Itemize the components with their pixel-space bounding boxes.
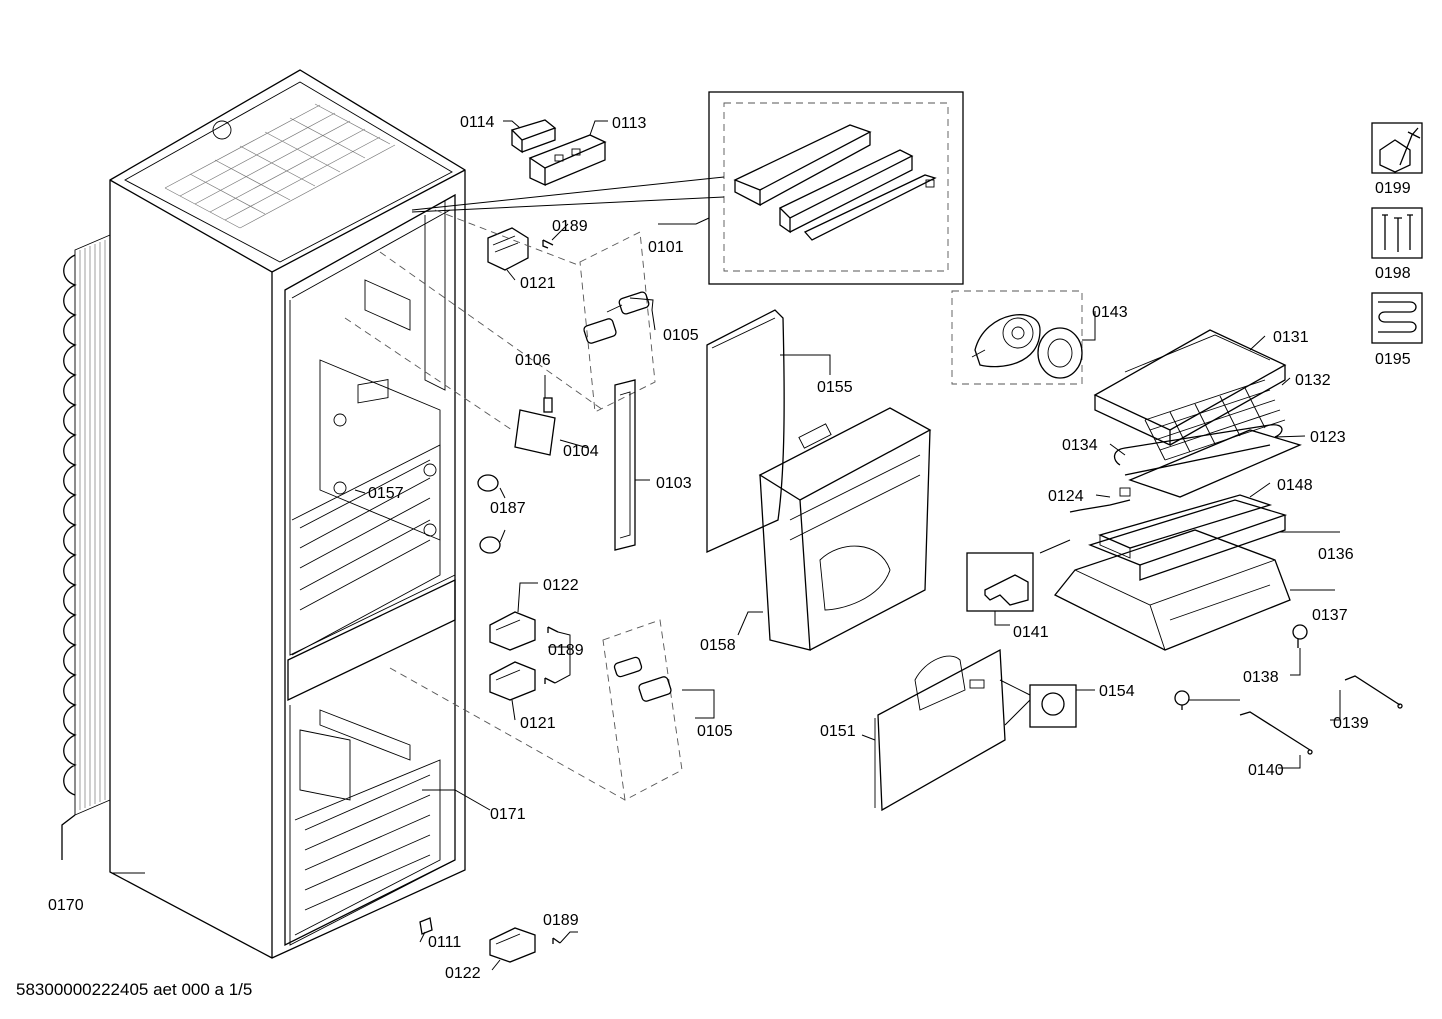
document-footer-code: 58300000222405 aet 000 a 1/5: [16, 980, 253, 999]
part-0134: [1113, 424, 1283, 476]
part-0101-group: [411, 91, 964, 285]
label-0195: 0195: [1375, 351, 1411, 368]
condenser-coil: [61, 234, 111, 860]
label-0189-b: 0189: [548, 642, 584, 659]
part-0106: [543, 397, 553, 413]
part-0132: [1144, 379, 1286, 461]
label-0137: 0137: [1312, 607, 1348, 624]
part-0138: [1174, 624, 1308, 710]
part-0158: [758, 407, 932, 651]
label-0106: 0106: [515, 352, 551, 369]
label-0187: 0187: [490, 500, 526, 517]
cabinet-body: [109, 69, 466, 959]
part-0122-latch-b: [489, 927, 536, 963]
label-0121-a: 0121: [520, 275, 556, 292]
part-0123: [1128, 429, 1302, 498]
label-0143: 0143: [1092, 304, 1128, 321]
part-0111: [419, 917, 433, 935]
part-0139: [1344, 675, 1403, 709]
label-0111: 0111: [428, 934, 461, 951]
part-0103: [614, 379, 636, 551]
part-0189-screw-a: [542, 239, 554, 249]
label-0113: 0113: [612, 115, 647, 132]
label-0151: 0151: [820, 723, 856, 740]
screws-icon: [1371, 207, 1423, 259]
label-0132: 0132: [1295, 372, 1331, 389]
part-0124: [1069, 487, 1131, 513]
part-0105-group-b: [602, 619, 683, 801]
part-0143: [951, 290, 1083, 385]
part-0140: [1239, 711, 1313, 755]
part-0189-screw-b: [544, 626, 559, 684]
label-0123: 0123: [1310, 429, 1346, 446]
part-0121-latch-a: [487, 227, 529, 271]
label-0121-b: 0121: [520, 715, 556, 732]
part-labels: 0114 0113 0189 0121 0101 0105 0106 0104 …: [48, 114, 1411, 982]
part-0154: [1029, 684, 1077, 728]
label-0189-c: 0189: [543, 912, 579, 929]
part-0189-screw-c: [552, 937, 561, 944]
label-0122-a: 0122: [543, 577, 579, 594]
label-0134: 0134: [1062, 437, 1098, 454]
heater-coil-icon: [1371, 292, 1423, 344]
part-0137: [1053, 529, 1291, 651]
label-0140: 0140: [1248, 762, 1284, 779]
label-0131: 0131: [1273, 329, 1309, 346]
projection-lines: [344, 209, 626, 801]
label-0138: 0138: [1243, 669, 1279, 686]
part-0122-latch-a: [489, 611, 536, 651]
label-0104: 0104: [563, 443, 599, 460]
label-0105-a: 0105: [663, 327, 699, 344]
label-0157: 0157: [368, 485, 404, 502]
label-0139: 0139: [1333, 715, 1369, 732]
label-0103: 0103: [656, 475, 692, 492]
label-0105-b: 0105: [697, 723, 733, 740]
part-0151: [874, 648, 1006, 812]
label-0155: 0155: [817, 379, 853, 396]
label-0101: 0101: [648, 239, 684, 256]
label-0136: 0136: [1318, 546, 1354, 563]
label-0199: 0199: [1375, 180, 1411, 197]
part-0141: [966, 552, 1034, 612]
leader-lines: [112, 120, 1341, 971]
label-0124: 0124: [1048, 488, 1084, 505]
part-0113: [528, 134, 607, 187]
label-0171: 0171: [490, 806, 526, 823]
part-0121-latch-b: [489, 661, 536, 701]
label-0154: 0154: [1099, 683, 1135, 700]
label-0148: 0148: [1277, 477, 1313, 494]
part-0136: [1088, 499, 1288, 581]
part-0131: [1093, 329, 1287, 447]
part-0104: [514, 409, 556, 456]
label-0158: 0158: [700, 637, 736, 654]
label-0170: 0170: [48, 897, 84, 914]
part-0187: [477, 474, 501, 554]
part-0155: [706, 309, 785, 554]
wrench-nut-icon: [1371, 122, 1423, 174]
label-0122-b: 0122: [445, 965, 481, 982]
label-0114: 0114: [460, 114, 495, 131]
part-0148: [1098, 494, 1273, 559]
part-0105-group-a: [579, 231, 656, 413]
label-0198: 0198: [1375, 265, 1411, 282]
label-0141: 0141: [1013, 624, 1049, 641]
part-0114: [510, 119, 557, 154]
label-0189-a: 0189: [552, 218, 588, 235]
